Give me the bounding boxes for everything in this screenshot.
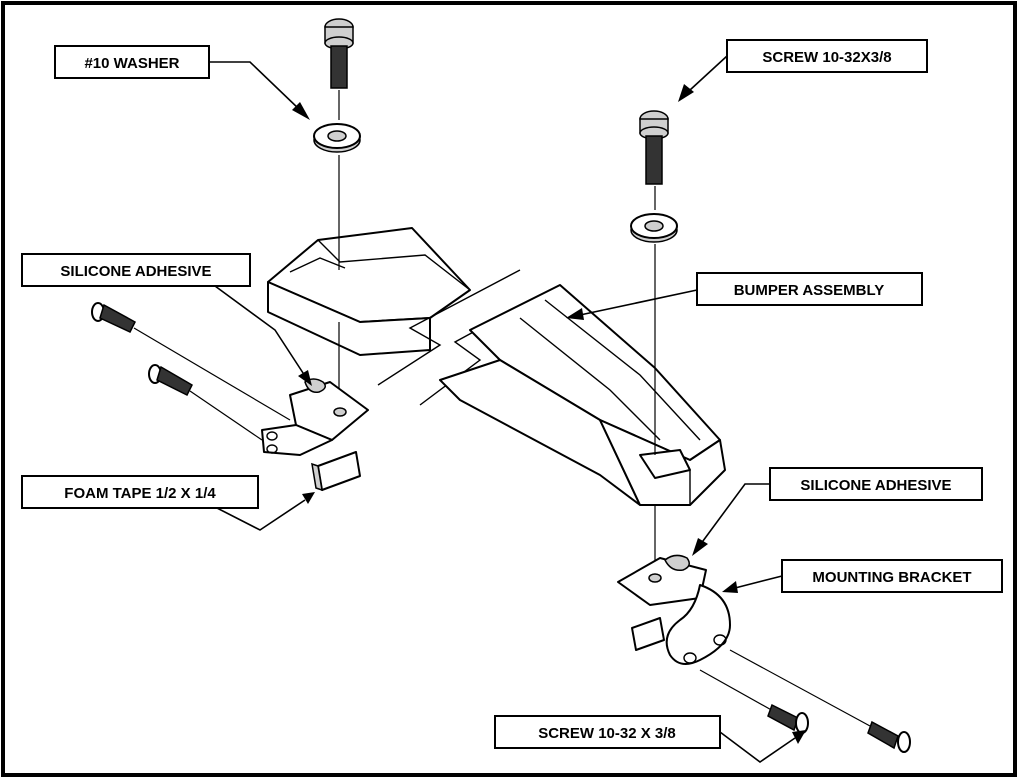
label-screw-top-text: SCREW 10-32X3/8 — [762, 49, 891, 66]
label-silicone-right-text: SILICONE ADHESIVE — [800, 477, 951, 494]
screw-right-far — [867, 720, 911, 753]
washer-right — [630, 213, 678, 243]
label-washer-text: #10 WASHER — [84, 55, 179, 72]
label-mounting-bracket-text: MOUNTING BRACKET — [812, 569, 971, 586]
label-silicone-right: SILICONE ADHESIVE — [769, 467, 983, 501]
washer-left — [313, 123, 361, 153]
mounting-bracket-left — [261, 378, 369, 456]
label-screw-top: SCREW 10-32X3/8 — [726, 39, 928, 73]
label-silicone-left-text: SILICONE ADHESIVE — [60, 263, 211, 280]
screw-left-upper — [91, 302, 136, 333]
screw-right-lower — [767, 703, 809, 734]
label-bumper: BUMPER ASSEMBLY — [696, 272, 923, 306]
screw-top-left — [324, 18, 354, 89]
mounting-bracket-right — [617, 554, 731, 665]
label-silicone-left: SILICONE ADHESIVE — [21, 253, 251, 287]
label-bumper-text: BUMPER ASSEMBLY — [734, 282, 885, 299]
label-foam-tape-text: FOAM TAPE 1/2 X 1/4 — [64, 485, 216, 502]
bumper-assembly — [267, 227, 726, 506]
label-washer: #10 WASHER — [54, 45, 210, 79]
label-foam-tape: FOAM TAPE 1/2 X 1/4 — [21, 475, 259, 509]
label-screw-bottom-text: SCREW 10-32 X 3/8 — [538, 725, 676, 742]
foam-tape — [311, 451, 361, 492]
screw-top-right — [639, 110, 669, 185]
label-mounting-bracket: MOUNTING BRACKET — [781, 559, 1003, 593]
screw-left-lower — [148, 364, 193, 397]
label-screw-bottom: SCREW 10-32 X 3/8 — [494, 715, 721, 749]
